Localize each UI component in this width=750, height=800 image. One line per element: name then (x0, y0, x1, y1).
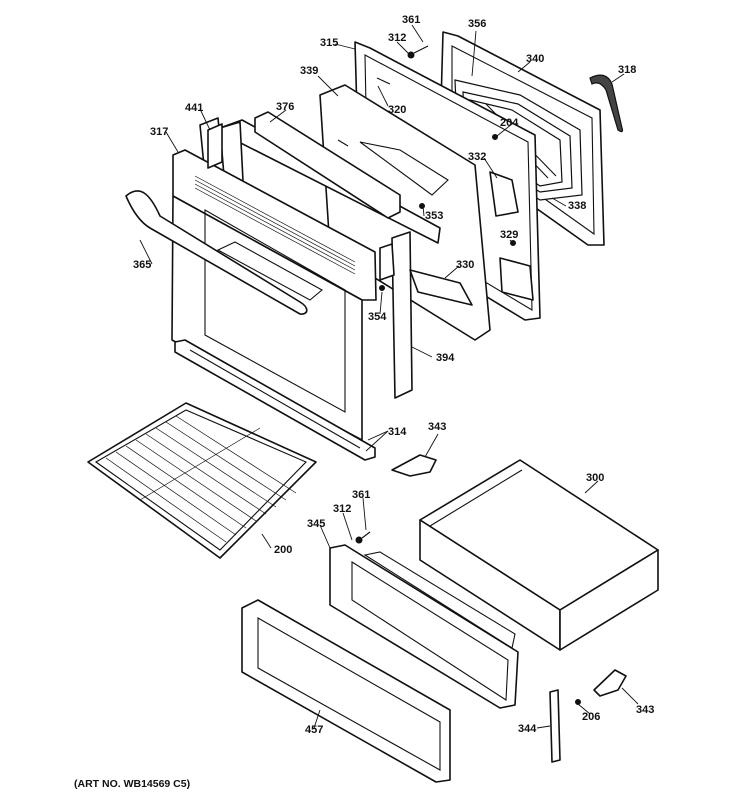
callout-317: 317 (150, 126, 168, 138)
drawer-slide-bracket-upper (391, 454, 437, 477)
callout-300: 300 (586, 472, 604, 484)
storage-drawer-body (419, 459, 659, 651)
door-hinge-left (207, 123, 223, 169)
callout-345: 345 (307, 518, 325, 530)
callout-318: 318 (618, 64, 636, 76)
callout-457: 457 (305, 724, 323, 736)
door-vent-baffle (409, 269, 473, 306)
callout-339: 339 (300, 65, 318, 77)
drawer-side-rail (549, 689, 561, 763)
callout-343-bottom: 343 (636, 704, 654, 716)
callout-361-top: 361 (402, 14, 420, 26)
callout-leaders (139, 24, 639, 729)
callout-343-top: 343 (428, 421, 446, 433)
callout-394: 394 (436, 352, 455, 364)
callout-338: 338 (568, 200, 586, 212)
door-hinge-bracket-332 (489, 171, 519, 217)
callout-329: 329 (500, 229, 518, 241)
door-handle (125, 190, 308, 315)
callout-330: 330 (456, 259, 474, 271)
callout-200: 200 (274, 544, 292, 556)
oven-rack (87, 402, 317, 559)
callout-354: 354 (368, 311, 387, 323)
callout-356: 356 (468, 18, 486, 30)
callout-344: 344 (518, 723, 537, 735)
door-frame (199, 111, 441, 399)
callout-320: 320 (388, 104, 406, 116)
drawer-inner-panel (329, 544, 519, 709)
callout-361-bottom: 361 (352, 489, 370, 501)
art-number-label: (ART NO. WB14569 C5) (74, 778, 191, 790)
door-gasket (589, 74, 624, 133)
callout-206: 206 (582, 711, 600, 723)
drawer-slide-bracket-lower (593, 669, 627, 697)
door-bottom-trim (174, 339, 376, 461)
drawer-front-panel (241, 599, 451, 783)
callout-315: 315 (320, 37, 338, 49)
callout-312-top: 312 (388, 32, 406, 44)
callout-376: 376 (276, 101, 294, 113)
screws (355, 45, 581, 705)
callout-340: 340 (526, 53, 544, 65)
door-hinge-bracket-329 (499, 257, 534, 301)
callout-332: 332 (468, 151, 486, 163)
callout-441: 441 (185, 102, 203, 114)
callout-314: 314 (388, 426, 407, 438)
callout-labels: 361 312 356 315 340 318 339 320 441 376 … (133, 14, 654, 736)
callout-204: 204 (500, 117, 519, 129)
callout-365: 365 (133, 259, 151, 271)
callout-353: 353 (425, 210, 443, 222)
callout-312-bottom: 312 (333, 503, 351, 515)
